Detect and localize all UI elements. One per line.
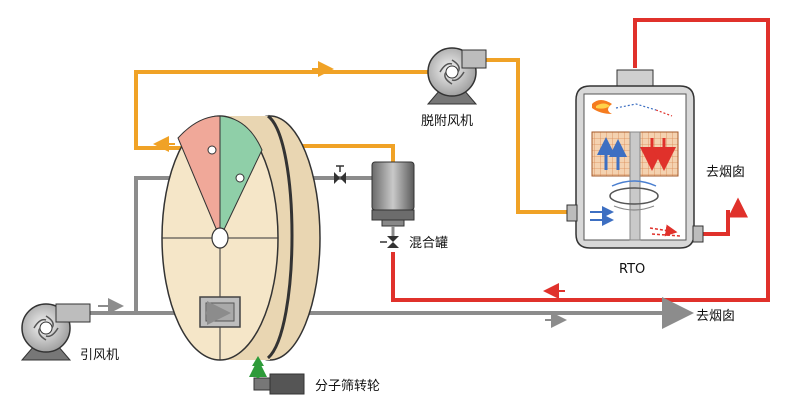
- valve-bottom: [380, 236, 399, 248]
- valve-top: [334, 165, 346, 184]
- mixing-tank: [371, 161, 415, 236]
- desorption-fan: [426, 47, 487, 105]
- rto-unit: [566, 69, 704, 249]
- rto-label: RTO: [619, 262, 646, 277]
- mixing-tank-label: 混合罐: [409, 236, 449, 251]
- chimney-label-top: 去烟囱: [706, 165, 746, 180]
- induced-fan: [20, 303, 91, 361]
- induced-fan-label: 引风机: [80, 348, 120, 363]
- chimney-label-bottom: 去烟囱: [696, 309, 736, 324]
- rotor-label: 分子筛转轮: [315, 379, 381, 394]
- desorption-fan-label: 脱附风机: [421, 114, 474, 129]
- hot-gas-line: [391, 18, 770, 302]
- molecular-sieve-rotor: [161, 114, 321, 361]
- rotor-motor: [249, 356, 305, 395]
